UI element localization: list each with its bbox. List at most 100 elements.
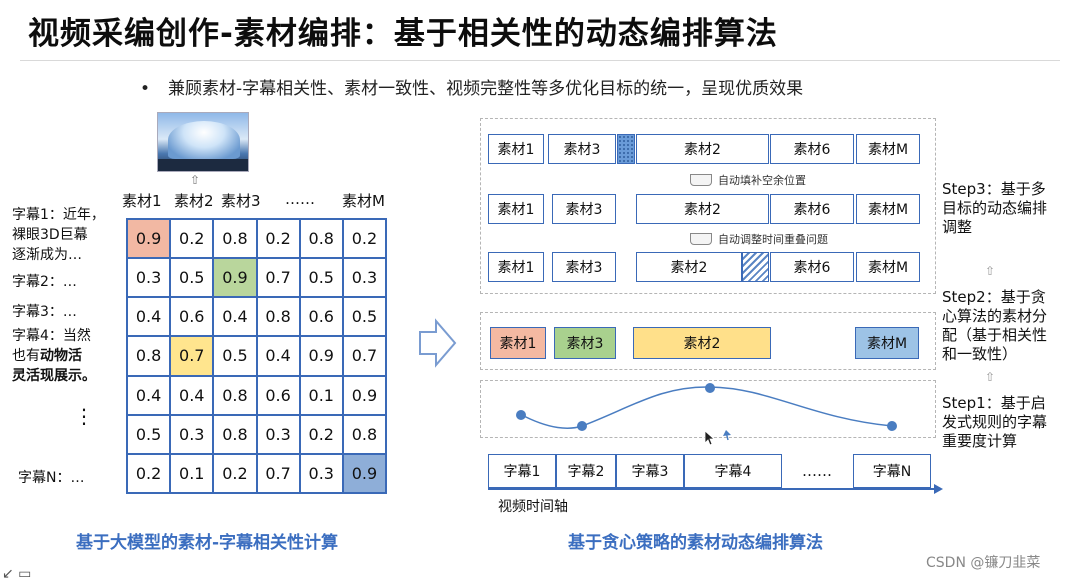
corner-icons: ↙ ▭ — [2, 566, 32, 580]
matrix-cell: 0.8 — [214, 376, 256, 414]
matrix-cell: 0.5 — [128, 415, 170, 453]
step3-row3-material3: 素材3 — [552, 252, 616, 282]
curve-point — [516, 410, 526, 420]
bullet-dot: • — [140, 79, 151, 99]
step2-material2: 素材2 — [633, 327, 771, 359]
column-header-material3: 素材3 — [221, 192, 261, 210]
step3-row3-material2: 素材2 — [636, 252, 742, 282]
step3-row1-material6: 素材6 — [770, 134, 854, 164]
matrix-cell: 0.7 — [343, 337, 385, 375]
column-header-material2: 素材2 — [174, 192, 214, 210]
matrix-cell: 0.5 — [300, 259, 342, 297]
step3-row3-material6: 素材6 — [770, 252, 854, 282]
matrix-cell: 0.7 — [257, 454, 299, 492]
step3-panel — [480, 118, 936, 294]
importance-curve — [516, 383, 897, 441]
curve-point — [577, 421, 587, 431]
hint-auto-fill: 自动填补空余位置 — [690, 172, 806, 188]
step1-description: Step1：基于启 发式规则的字幕 重要度计算 — [942, 394, 1048, 450]
matrix-cell: 0.3 — [300, 454, 342, 492]
matrix-cell: 0.2 — [171, 220, 213, 258]
up-arrow-icon — [690, 174, 712, 186]
right-arrow-icon — [419, 318, 457, 368]
right-caption: 基于贪心策略的素材动态编排算法 — [568, 533, 823, 553]
curve-point — [887, 421, 897, 431]
title-divider — [20, 60, 1060, 61]
step3-row1-material3: 素材3 — [548, 134, 616, 164]
column-header-materialM: 素材M — [342, 192, 385, 210]
step3-row1-materialM: 素材M — [856, 134, 920, 164]
matrix-cell: 0.5 — [343, 298, 385, 336]
step3-row3-material1: 素材1 — [488, 252, 544, 282]
subtitle-3-label: 字幕3：… — [12, 304, 77, 320]
step3-row2-material6: 素材6 — [770, 194, 854, 224]
step2-material1: 素材1 — [490, 327, 546, 359]
matrix-cell: 0.9 — [343, 454, 385, 492]
matrix-cell: 0.8 — [300, 220, 342, 258]
matrix-cell: 0.2 — [257, 220, 299, 258]
matrix-cell: 0.7 — [257, 259, 299, 297]
matrix-cell: 0.6 — [257, 376, 299, 414]
up-arrow-icon: ⇧ — [189, 173, 201, 187]
matrix-cell: 0.2 — [128, 454, 170, 492]
material-thumbnail-image — [157, 112, 249, 172]
step3-row2-materialM: 素材M — [856, 194, 920, 224]
matrix-cell: 0.9 — [214, 259, 256, 297]
up-arrow-icon — [690, 233, 712, 245]
matrix-cell: 0.8 — [257, 298, 299, 336]
matrix-cell: 0.1 — [171, 454, 213, 492]
step2-material3: 素材3 — [554, 327, 616, 359]
matrix-cell: 0.8 — [214, 415, 256, 453]
left-caption: 基于大模型的素材-字幕相关性计算 — [76, 533, 339, 553]
step3-description: Step3：基于多 目标的动态编排 调整 — [942, 180, 1048, 236]
step3-row2-material2: 素材2 — [636, 194, 769, 224]
timeline-axis-arrowhead — [934, 484, 943, 494]
step-up-arrow-icon: ⇧ — [985, 370, 996, 384]
slide-title: 视频采编创作-素材编排：基于相关性的动态编排算法 — [28, 16, 778, 52]
matrix-cell: 0.3 — [257, 415, 299, 453]
timeline-subtitleN: 字幕N — [853, 454, 931, 488]
step2-materialM: 素材M — [855, 327, 919, 359]
matrix-cell: 0.8 — [214, 220, 256, 258]
step-up-arrow-icon: ⇧ — [985, 264, 996, 278]
matrix-cell: 0.4 — [257, 337, 299, 375]
bullet-text: 兼顾素材-字幕相关性、素材一致性、视频完整性等多优化目标的统一，呈现优质效果 — [168, 79, 804, 99]
matrix-cell: 0.8 — [128, 337, 170, 375]
matrix-cell: 0.6 — [171, 298, 213, 336]
bullet-point: • 兼顾素材-字幕相关性、素材一致性、视频完整性等多优化目标的统一，呈现优质效果 — [140, 74, 803, 99]
matrix-cell: 0.2 — [214, 454, 256, 492]
curve-point — [705, 383, 715, 393]
vertical-ellipsis: ⋮ — [74, 404, 94, 428]
watermark-text: CSDN @镰刀韭菜 — [926, 555, 1041, 571]
timeline-subtitle4: 字幕4 — [684, 454, 782, 488]
step3-row2-material1: 素材1 — [488, 194, 544, 224]
step3-row3-materialM: 素材M — [856, 252, 920, 282]
step3-row1-material1: 素材1 — [488, 134, 544, 164]
timeline-axis — [488, 488, 936, 490]
subtitle-n-label: 字幕N：… — [18, 470, 85, 486]
relevance-matrix: 0.9 0.2 0.8 0.2 0.8 0.2 0.3 0.5 0.9 0.7 … — [126, 218, 387, 494]
column-header-material1: 素材1 — [122, 192, 162, 210]
subtitle-1-label: 字幕1：近年， 裸眼3D巨幕 逐渐成为… — [12, 207, 105, 263]
subtitle-4-label: 字幕4：当然 也有动物活 灵活现展示。 — [12, 328, 96, 384]
matrix-cell: 0.8 — [343, 415, 385, 453]
matrix-cell: 0.5 — [214, 337, 256, 375]
matrix-cell: 0.4 — [128, 298, 170, 336]
matrix-cell: 0.2 — [300, 415, 342, 453]
auto-fill-segment — [617, 134, 635, 164]
matrix-cell: 0.4 — [214, 298, 256, 336]
step2-description: Step2：基于贪 心算法的素材分 配（基于相关性 和一致性） — [942, 288, 1048, 363]
matrix-cell: 0.2 — [343, 220, 385, 258]
matrix-cell: 0.3 — [343, 259, 385, 297]
column-header-ellipsis: …… — [285, 190, 315, 208]
matrix-cell: 0.6 — [300, 298, 342, 336]
step2-panel — [480, 312, 936, 370]
matrix-cell: 0.3 — [128, 259, 170, 297]
timeline-subtitle2: 字幕2 — [556, 454, 616, 488]
overlap-adjust-segment — [742, 252, 769, 282]
matrix-cell: 0.7 — [171, 337, 213, 375]
matrix-cell: 0.4 — [171, 376, 213, 414]
timeline-subtitle1: 字幕1 — [488, 454, 556, 488]
matrix-cell: 0.3 — [171, 415, 213, 453]
matrix-cell: 0.9 — [128, 220, 170, 258]
